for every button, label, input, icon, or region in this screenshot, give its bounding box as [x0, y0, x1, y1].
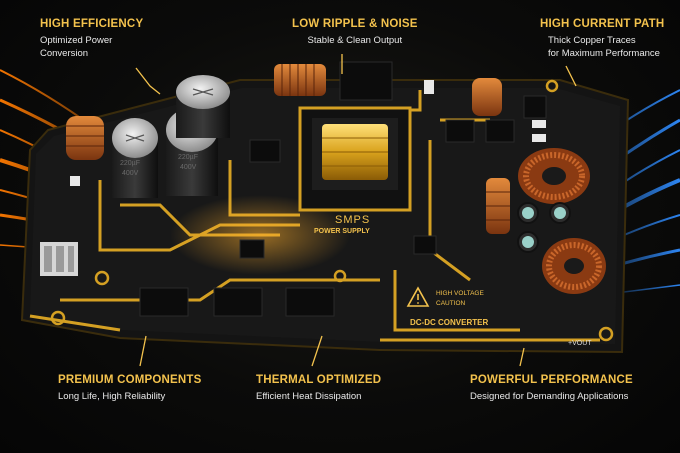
cap-label-voltage-3: 220µF	[178, 154, 198, 161]
callout-high-current: HIGH CURRENT PATH Thick Copper Traces fo…	[540, 18, 664, 60]
callout-powerful-performance: POWERFUL PERFORMANCE Designed for Demand…	[470, 374, 633, 403]
dc-dc-converter-label: DC-DC CONVERTER	[410, 318, 489, 327]
high-voltage-label: HIGH VOLTAGE	[436, 290, 484, 297]
callout-title: LOW RIPPLE & NOISE	[292, 18, 418, 30]
callout-title: THERMAL OPTIMIZED	[256, 374, 382, 386]
output-capacitors	[517, 202, 571, 253]
callout-title: POWERFUL PERFORMANCE	[470, 374, 633, 386]
callout-thermal-optimized: THERMAL OPTIMIZED Efficient Heat Dissipa…	[256, 374, 381, 403]
mounting-holes	[50, 79, 614, 342]
callout-title: HIGH EFFICIENCY	[40, 18, 144, 30]
cap-label-voltage-1: 220µF	[120, 160, 140, 167]
callout-text-line-1: Thick Copper Traces	[548, 35, 636, 46]
warning-icon	[406, 286, 430, 307]
callout-text-line-1: Stable & Clean Output	[307, 35, 403, 46]
electrolytic-capacitors	[112, 75, 230, 198]
callout-text-line-1: Efficient Heat Dissipation	[256, 391, 362, 402]
transformer	[298, 106, 412, 212]
callout-high-efficiency: HIGH EFFICIENCY Optimized Power Conversi…	[40, 18, 143, 60]
smd-components	[70, 80, 546, 186]
callout-text-line-2: for Maximum Performance	[548, 48, 660, 59]
callout-text-line-1: Optimized Power	[40, 35, 113, 46]
power-supply-label: POWER SUPPLY	[314, 228, 370, 235]
caution-label: CAUTION	[436, 300, 466, 307]
cap-label-voltage-2: 400V	[122, 170, 139, 177]
smps-label: SMPS	[335, 214, 371, 226]
energy-glow	[170, 195, 350, 275]
callout-text-line-2: Conversion	[40, 48, 89, 59]
connector	[40, 242, 78, 276]
vout-label: +VOUT	[568, 340, 592, 347]
callout-title: HIGH CURRENT PATH	[540, 18, 665, 30]
ic-chips	[139, 61, 547, 317]
toroidal-inductors	[518, 148, 606, 294]
cap-label-voltage-4: 400V	[180, 164, 197, 171]
callout-leaders	[135, 54, 577, 367]
callout-premium-components: PREMIUM COMPONENTS Long Life, High Relia…	[58, 374, 202, 403]
callout-text-line-1: Designed for Demanding Applications	[470, 391, 629, 402]
callout-text-line-1: Long Life, High Reliability	[58, 391, 166, 402]
callout-low-ripple: LOW RIPPLE & NOISE Stable & Clean Output	[292, 18, 418, 47]
inductor-coils	[66, 64, 510, 234]
callout-title: PREMIUM COMPONENTS	[58, 374, 202, 386]
